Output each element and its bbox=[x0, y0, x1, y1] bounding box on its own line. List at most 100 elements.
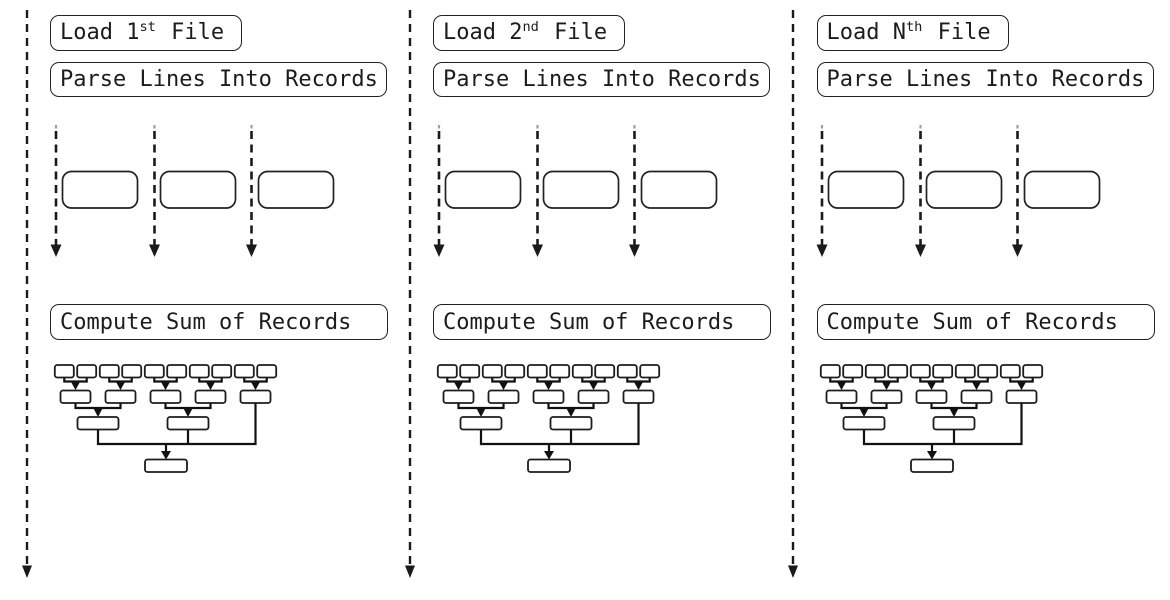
column-graphics bbox=[404, 10, 717, 578]
arrowhead-icon bbox=[1016, 381, 1027, 390]
record-flow-arrows bbox=[816, 125, 1023, 257]
tree-leaf-box bbox=[75, 364, 97, 379]
arrowhead-icon bbox=[588, 381, 598, 390]
column-flow-arrow bbox=[21, 10, 32, 578]
arrowhead-icon bbox=[160, 381, 170, 390]
tree-leaf-box bbox=[53, 364, 75, 379]
record-box bbox=[640, 170, 717, 209]
record-boxes bbox=[61, 170, 334, 209]
record-flow-arrow bbox=[245, 125, 257, 257]
record-boxes bbox=[444, 170, 717, 209]
arrowhead-icon bbox=[148, 244, 160, 257]
record-flow-arrow bbox=[816, 125, 828, 257]
compute-sum-label: Compute Sum of Records bbox=[443, 309, 735, 335]
tree-leaf-box bbox=[999, 364, 1021, 379]
compute-sum-box: Compute Sum of Records bbox=[433, 304, 771, 340]
load-file-box: Load 2nd File bbox=[433, 14, 625, 51]
tree-leaf-box bbox=[503, 364, 525, 379]
parse-lines-box: Parse Lines Into Records bbox=[816, 61, 1154, 97]
arrowhead-icon bbox=[628, 244, 640, 257]
tree-partial-sum-box bbox=[149, 389, 181, 404]
arrowhead-icon bbox=[205, 381, 215, 390]
tree-partial-sum-box bbox=[1005, 389, 1038, 404]
record-flow-arrow bbox=[628, 125, 640, 257]
parse-lines-label: Parse Lines Into Records bbox=[443, 66, 761, 92]
tree-partial-sum-box bbox=[59, 389, 91, 404]
record-flow-arrow bbox=[50, 125, 61, 257]
tree-leaf-box bbox=[526, 364, 548, 379]
tree-partial-sum-box bbox=[459, 416, 502, 431]
tree-partial-sum-box bbox=[842, 416, 886, 431]
compute-sum-box: Compute Sum of Records bbox=[816, 304, 1155, 340]
tree-leaf-box bbox=[210, 364, 232, 379]
tree-leaf-box bbox=[481, 364, 503, 379]
arrowhead-icon bbox=[565, 407, 576, 417]
arrowhead-icon bbox=[475, 407, 486, 417]
tree-partial-sum-box bbox=[825, 389, 858, 404]
record-flow-arrow bbox=[148, 125, 160, 257]
tree-partial-sum-box bbox=[577, 389, 609, 404]
tree-leaf-box bbox=[616, 364, 638, 379]
tree-partial-sum-box bbox=[194, 389, 226, 404]
column-flow-arrow bbox=[404, 10, 415, 578]
arrowhead-icon bbox=[21, 565, 32, 578]
tree-leaf-box bbox=[458, 364, 480, 379]
tree-partial-sum-box bbox=[104, 389, 136, 404]
record-box bbox=[257, 170, 334, 209]
compute-sum-label: Compute Sum of Records bbox=[826, 309, 1118, 335]
tree-leaf-box bbox=[98, 364, 120, 379]
tree-leaf-box bbox=[436, 364, 458, 379]
tree-leaf-box bbox=[819, 364, 841, 379]
parse-lines-label: Parse Lines Into Records bbox=[826, 66, 1145, 92]
arrowhead-icon bbox=[498, 381, 508, 390]
tree-partial-sum-box bbox=[915, 389, 948, 404]
tree-leaf-box bbox=[571, 364, 593, 379]
arrowhead-icon bbox=[115, 381, 125, 390]
compute-sum-box: Compute Sum of Records bbox=[50, 304, 388, 340]
column-graphics bbox=[788, 10, 1101, 578]
parse-lines-label: Parse Lines Into Records bbox=[60, 66, 378, 92]
tree-partial-sum-box bbox=[932, 416, 976, 431]
compute-sum-label: Compute Sum of Records bbox=[60, 309, 352, 335]
record-box bbox=[159, 170, 236, 209]
tree-partial-sum-box bbox=[549, 416, 592, 431]
tree-partial-sum-box bbox=[166, 416, 209, 431]
arrowhead-icon bbox=[836, 381, 847, 390]
tree-partial-sum-box bbox=[487, 389, 519, 404]
tree-leaf-box bbox=[143, 364, 165, 379]
tree-partial-sum-box bbox=[442, 389, 474, 404]
tree-leaf-box bbox=[864, 364, 886, 379]
tree-leaf-box bbox=[188, 364, 210, 379]
tree-leaf-box bbox=[842, 364, 864, 379]
pipeline-column: Load 1st File Parse Lines Into Records C… bbox=[21, 0, 410, 600]
record-box bbox=[61, 170, 138, 209]
arrowhead-icon bbox=[160, 451, 171, 460]
tree-partial-sum-box bbox=[870, 389, 903, 404]
tree-leaf-box bbox=[233, 364, 255, 379]
record-box bbox=[827, 170, 905, 209]
arrowhead-icon bbox=[433, 244, 444, 257]
record-flow-arrow bbox=[433, 125, 444, 257]
parse-lines-box: Parse Lines Into Records bbox=[433, 61, 770, 97]
record-box bbox=[542, 170, 619, 209]
arrowhead-icon bbox=[881, 381, 892, 390]
arrowhead-icon bbox=[1012, 244, 1023, 257]
load-file-box: Load Nth File bbox=[816, 14, 1009, 51]
arrowhead-icon bbox=[543, 451, 554, 460]
arrowhead-icon bbox=[926, 381, 937, 390]
arrowhead-icon bbox=[92, 407, 103, 417]
column-flow-arrow bbox=[788, 10, 798, 578]
tree-partial-sum-box bbox=[622, 389, 654, 404]
reduction-tree bbox=[819, 364, 1044, 473]
arrowhead-icon bbox=[816, 244, 828, 257]
arrowhead-icon bbox=[70, 381, 80, 390]
tree-root-sum-box bbox=[143, 458, 188, 473]
arrowhead-icon bbox=[245, 244, 257, 257]
arrowhead-icon bbox=[404, 565, 415, 578]
tree-leaf-box bbox=[120, 364, 142, 379]
record-box bbox=[925, 170, 1003, 209]
arrowhead-icon bbox=[182, 407, 193, 417]
record-flow-arrows bbox=[433, 125, 640, 257]
record-flow-arrows bbox=[50, 125, 257, 257]
tree-leaf-box bbox=[255, 364, 277, 379]
